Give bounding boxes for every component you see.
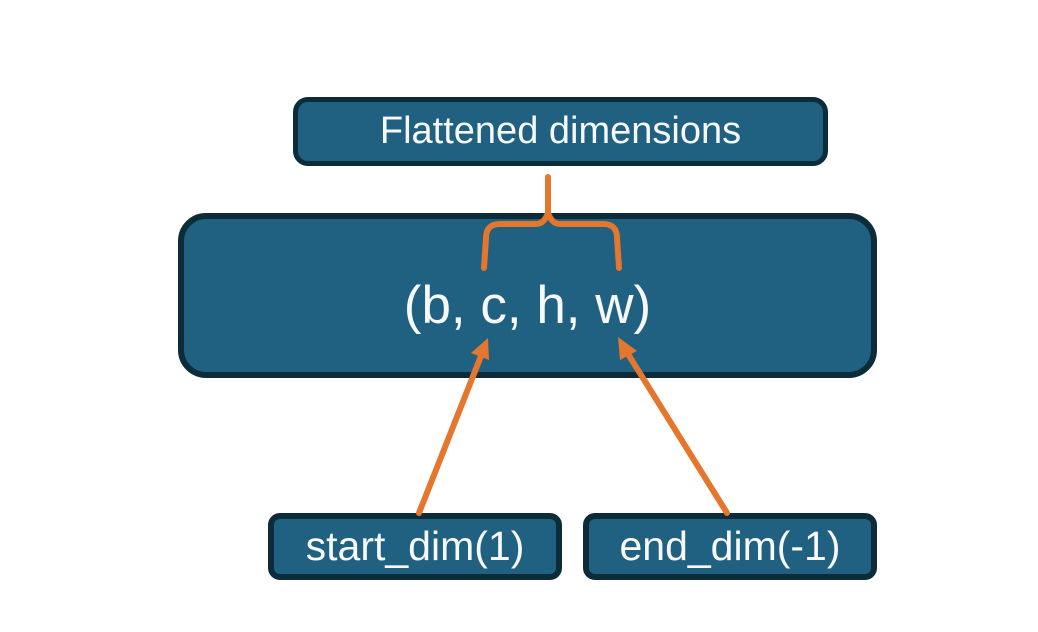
end-dim-label: end_dim(-1) [619,523,841,569]
tensor-shape-box: (b, c, h, w) [178,213,877,378]
start-dim-box: start_dim(1) [268,513,562,580]
end-dim-box: end_dim(-1) [583,513,877,580]
start-dim-arrow-line [416,353,484,516]
start-dim-label: start_dim(1) [305,523,525,569]
flattened-dimensions-label: Flattened dimensions [379,110,742,152]
flattened-dimensions-box: Flattened dimensions [293,97,828,166]
tensor-shape-label: (b, c, h, w) [403,276,652,335]
